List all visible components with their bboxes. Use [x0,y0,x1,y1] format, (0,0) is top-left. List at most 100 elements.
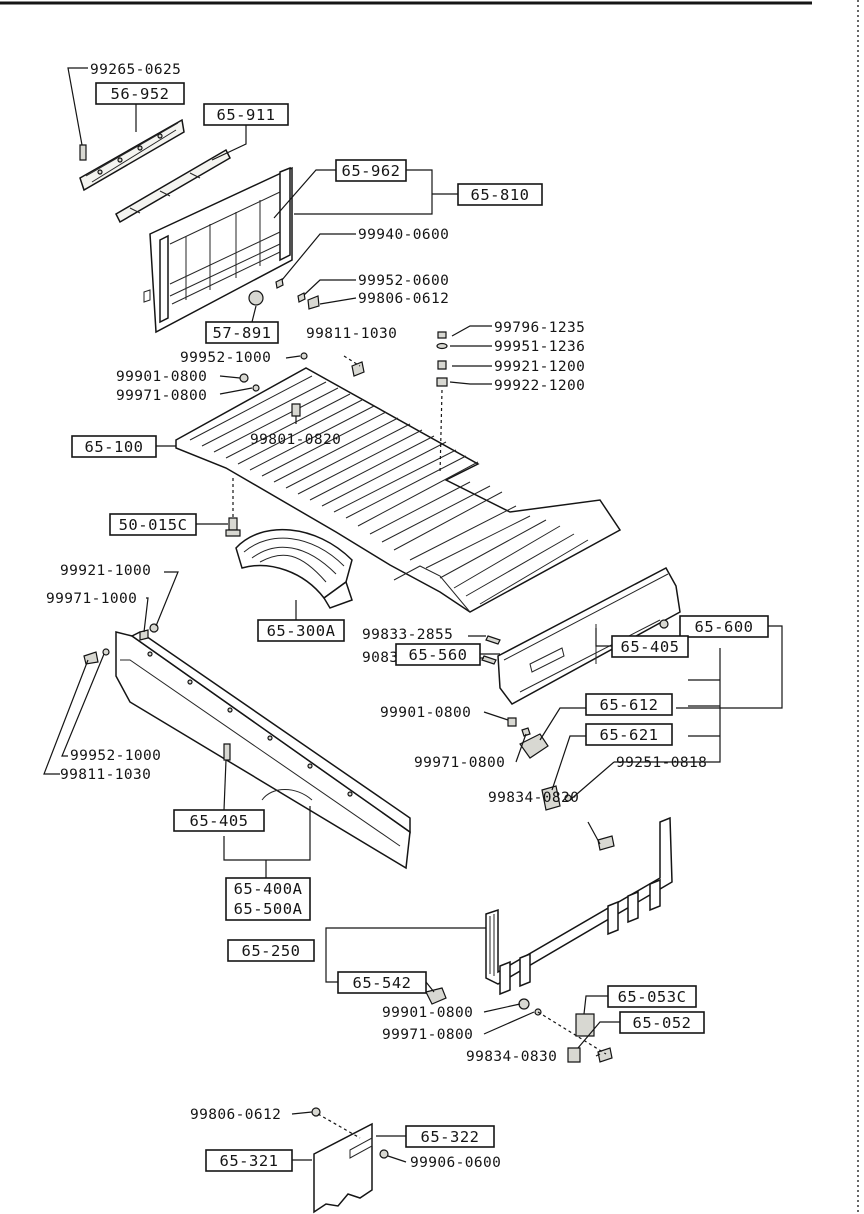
box-65-400a-500a [225,877,311,921]
grommet-drawing [248,290,264,306]
box-label-65-300a: 65-300A [267,622,336,640]
box-label-65-405-right: 65-405 [621,638,680,656]
label-99952-1000-lower: 99952-1000 [70,748,161,764]
box-label-65-100: 65-100 [85,438,144,456]
label-99833-2855: 99833-2855 [362,627,453,643]
bolt-head-b [225,529,241,537]
nut-drawing-k [518,998,530,1010]
washer-drawing-e [300,352,308,360]
box-65-053c [607,985,697,1008]
box-label-65-500a: 65-500A [234,900,303,918]
label-99811-1030-upper: 99811-1030 [306,326,397,342]
wheel-house-drawing [235,528,353,609]
box-65-405-left [173,809,265,832]
box-label-65-321: 65-321 [220,1152,279,1170]
bolt-dash-c [439,389,443,475]
box-65-911 [203,103,289,126]
nut-drawing-c [437,360,447,370]
box-50-015c [109,513,197,536]
box-65-542 [337,971,427,994]
label-99251-0818: 99251-0818 [616,755,707,771]
label-99834-0830: 99834-0830 [466,1049,557,1065]
box-label-65-962: 65-962 [342,162,401,180]
box-label-65-612: 65-612 [600,696,659,714]
box-label-57-891: 57-891 [213,324,272,342]
washer-drawing-j [564,794,572,802]
box-65-810 [457,183,543,206]
mud-flap-drawing [313,1122,373,1214]
washer-drawing-f [252,384,260,392]
box-56-952 [95,82,185,105]
label-99806-0612-upper: 99806-0612 [358,291,449,307]
label-99951-1236: 99951-1236 [494,339,585,355]
label-99906-0600: 99906-0600 [410,1155,501,1171]
box-65-560 [395,643,481,666]
label-99940-0600: 99940-0600 [358,227,449,243]
label-99806-0612-lower: 99806-0612 [190,1107,281,1123]
bolt-drawing-c [437,331,447,339]
label-99952-0600: 99952-0600 [358,273,449,289]
box-label-50-015c: 50-015C [119,516,188,534]
rail-drawing [115,148,231,224]
gate-protector-drawing [143,166,293,334]
nut-drawing-m [379,1149,389,1159]
washer-drawing-h [139,629,149,641]
label-99971-1000: 99971-1000 [46,591,137,607]
nut-drawing-f [239,373,249,383]
label-99922-1200: 99922-1200 [494,378,585,394]
box-label-56-952: 56-952 [111,85,170,103]
box-label-65-053c: 65-053C [618,988,687,1006]
washer-drawing-i [521,727,531,737]
label-99971-0800-mid: 99971-0800 [414,755,505,771]
label-99921-1200: 99921-1200 [494,359,585,375]
bolt-drawing-h [83,651,99,665]
bolt-drawing-j [597,835,615,851]
rear-frame-drawing [485,816,673,996]
label-99796-1235: 99796-1235 [494,320,585,336]
box-65-321 [205,1149,293,1172]
nut-drawing-d [436,377,448,387]
box-65-612 [585,693,673,716]
label-99971-0800-upper: 99971-0800 [116,388,207,404]
box-65-962 [335,159,407,182]
bolt-drawing-e [351,361,365,377]
box-65-322 [405,1125,495,1148]
bolt-drawing-a [307,295,320,310]
hinge-drawing-a [519,733,549,759]
box-65-405-right [611,635,689,658]
box-65-052 [619,1011,705,1034]
box-65-621 [585,723,673,746]
box-label-65-911: 65-911 [217,106,276,124]
washer-drawing-c [436,342,448,350]
leader-lines [43,67,783,1163]
label-99952-1000-upper: 99952-1000 [180,350,271,366]
pin-drawing-a [485,635,501,645]
box-label-65-405-left: 65-405 [190,812,249,830]
box-label-65-810: 65-810 [471,186,530,204]
box-65-600 [679,615,769,638]
label-99834-0820: 99834-0820 [488,790,579,806]
box-label-65-600: 65-600 [695,618,754,636]
box-label-65-560: 65-560 [409,646,468,664]
box-label-65-400a: 65-400A [234,880,303,898]
bushing-drawing-b [567,1047,581,1063]
box-label-65-322: 65-322 [421,1128,480,1146]
box-label-65-542: 65-542 [353,974,412,992]
hinge-strip-drawing [79,118,185,192]
label-99801-0820: 99801-0820 [250,432,341,448]
bushing-drawing-a [575,1013,595,1037]
label-99901-0800-lower: 99901-0800 [382,1005,473,1021]
label-99971-0800-lower: 99971-0800 [382,1027,473,1043]
box-65-300a [257,619,345,642]
floor-panel-drawing [175,367,622,613]
hinge-drawing-b [541,785,561,811]
label-99901-0800-mid: 99901-0800 [380,705,471,721]
box-label-65-052: 65-052 [633,1014,692,1032]
label-99921-1000: 99921-1000 [60,563,151,579]
washer-drawing-h2 [102,648,110,656]
box-label-65-250: 65-250 [242,942,301,960]
label-99901-0800-upper: 99901-0800 [116,369,207,385]
tailgate-drawing [497,566,681,705]
side-panel-drawing [115,631,411,870]
